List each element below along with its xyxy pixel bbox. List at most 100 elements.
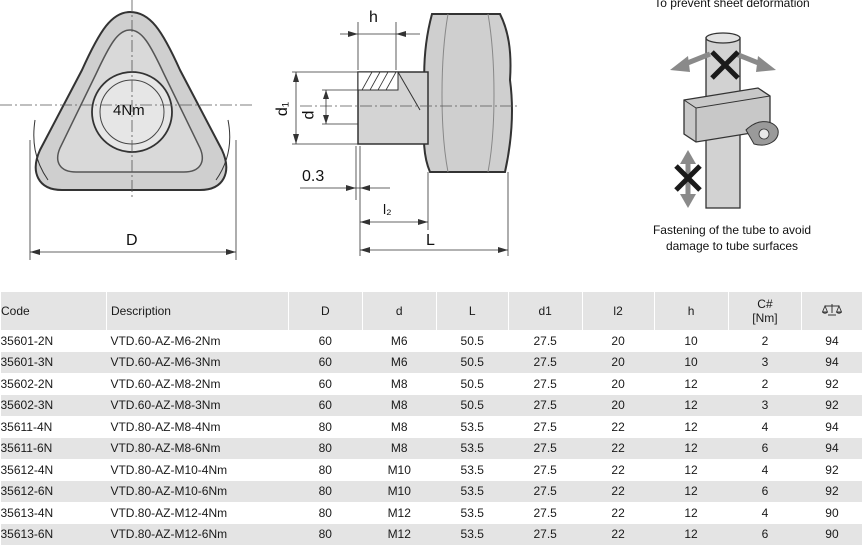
cell-weight: 92 [801,373,862,395]
header-weight [801,292,862,330]
cell-code: 35612-4N [0,459,107,481]
cell-h: 12 [654,373,728,395]
cell-description: VTD.80-AZ-M8-4Nm [106,416,289,438]
cell-d: M8 [362,394,437,417]
dimension-gap-label: 0.3 [302,168,325,185]
cell-code: 35613-6N [0,523,107,546]
cell-c-nm: 2 [728,330,802,352]
cell-weight: 90 [801,502,862,524]
cell-description: VTD.80-AZ-M12-6Nm [106,523,289,546]
cell-l2: 20 [582,373,655,395]
cell-d: M10 [362,480,437,503]
cell-h: 12 [654,394,728,417]
cell-h: 12 [654,502,728,524]
cell-d1: 27.5 [508,394,583,417]
cell-d: M8 [362,373,437,395]
cell-d1: 27.5 [508,523,583,546]
cell-d: M6 [362,330,437,352]
dimension-h-label: h [369,9,378,26]
header-l2: l2 [581,292,655,330]
cell-D: 80 [288,459,363,481]
cell-d: M12 [362,502,437,524]
cell-c-nm: 4 [728,416,802,438]
table-header-row: Code Description D d L d1 l2 h C# [Nm] [0,292,862,330]
cell-weight: 94 [801,416,862,438]
cell-h: 12 [654,416,728,438]
cell-c-nm: 4 [728,502,802,524]
cell-c-nm: 6 [728,523,802,546]
cell-description: VTD.60-AZ-M6-3Nm [106,351,289,374]
cell-c-nm: 3 [728,351,802,374]
dimension-D-label: D [126,232,138,249]
header-L: L [435,292,509,330]
cell-h: 10 [654,330,728,352]
cell-l2: 22 [582,416,655,438]
cell-weight: 90 [801,523,862,546]
cell-description: VTD.80-AZ-M12-4Nm [106,502,289,524]
bottom-note-line2: damage to tube surfaces [665,239,799,253]
cell-d1: 27.5 [508,437,583,460]
top-note: To prevent sheet deformation [654,0,810,10]
cell-L: 53.5 [436,437,509,460]
cell-L: 50.5 [436,351,509,374]
cell-D: 60 [288,330,363,352]
cell-D: 80 [288,523,363,546]
cell-code: 35612-6N [0,480,107,503]
cell-l2: 22 [582,437,655,460]
cell-description: VTD.80-AZ-M10-6Nm [106,480,289,503]
cell-d1: 27.5 [508,480,583,503]
bottom-note: Fastening of the tube to avoid damage to… [624,222,840,254]
cell-d1: 27.5 [508,373,583,395]
side-view-drawing [292,13,520,256]
cell-code: 35613-4N [0,502,107,524]
cell-l2: 22 [582,480,655,503]
cell-weight: 94 [801,330,862,352]
cell-c-nm: 6 [728,480,802,503]
cell-l2: 20 [582,394,655,417]
cell-description: VTD.60-AZ-M8-2Nm [106,373,289,395]
cell-description: VTD.60-AZ-M6-2Nm [106,330,289,352]
cell-L: 53.5 [436,459,509,481]
bottom-note-line1: Fastening of the tube to avoid [652,223,812,237]
front-view-drawing [0,0,255,260]
cell-d: M10 [362,459,437,481]
cell-c-nm: 2 [728,373,802,395]
cell-h: 12 [654,480,728,503]
header-description: Description [105,292,289,330]
cell-description: VTD.60-AZ-M8-3Nm [106,394,289,417]
torque-marking: 4Nm [113,102,145,119]
cell-D: 60 [288,351,363,374]
cell-D: 80 [288,437,363,460]
cell-code: 35611-4N [0,416,107,438]
cell-c-nm: 3 [728,394,802,417]
dimension-l2-label: l₂ [383,201,392,217]
cell-L: 53.5 [436,480,509,503]
cell-L: 50.5 [436,394,509,417]
cell-L: 53.5 [436,416,509,438]
cell-h: 12 [654,437,728,460]
dimension-d1-label: d₁ [274,101,292,117]
header-D: D [287,292,363,330]
cell-l2: 22 [582,459,655,481]
cell-d1: 27.5 [508,351,583,374]
header-d1: d1 [507,292,583,330]
cell-l2: 22 [582,523,655,546]
cell-description: VTD.80-AZ-M8-6Nm [106,437,289,460]
dimension-d-label: d [300,110,318,120]
header-d: d [361,292,437,330]
cell-l2: 20 [582,351,655,374]
cell-weight: 94 [801,437,862,460]
cell-h: 12 [654,459,728,481]
cell-d: M8 [362,416,437,438]
cell-d1: 27.5 [508,502,583,524]
cell-c-nm: 4 [728,459,802,481]
dimension-L-label: L [426,232,435,249]
cell-D: 80 [288,480,363,503]
technical-drawings: 4Nm D [0,0,840,260]
